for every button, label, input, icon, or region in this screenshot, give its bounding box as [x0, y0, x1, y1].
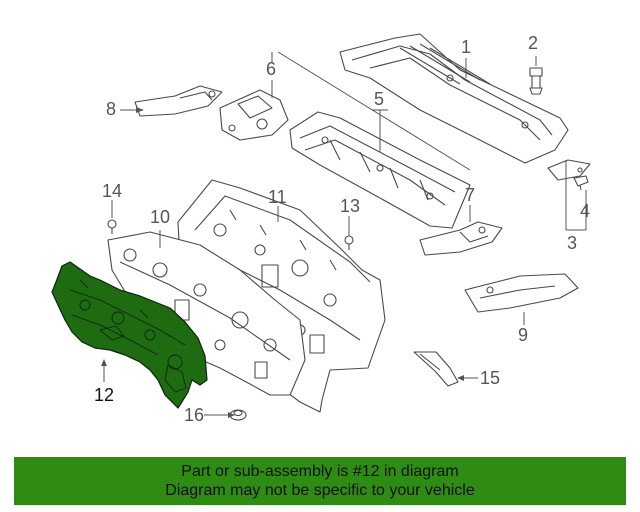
- parts-diagram: [51, 33, 591, 421]
- part-7-bracket: [419, 221, 503, 256]
- leader-arrowheads: [101, 107, 464, 418]
- callout-12: 12: [94, 385, 115, 405]
- part-6-bracket: [219, 89, 289, 141]
- callout-8: 8: [106, 99, 117, 119]
- callout-11: 11: [268, 187, 287, 207]
- part-13-clip: [344, 235, 354, 250]
- callout-1: 1: [461, 37, 472, 57]
- part-5-cowl-inner: [289, 111, 471, 229]
- callout-7: 7: [465, 185, 476, 205]
- callout-15: 15: [480, 368, 501, 388]
- banner-part-note: Part or sub-assembly is #12 in diagram: [181, 463, 459, 480]
- part-8-bracket: [134, 85, 223, 117]
- part-2-clip: [529, 67, 543, 95]
- part-1-cowl-panel: [339, 33, 569, 164]
- highlight-info-banner: Part or sub-assembly is #12 in diagram D…: [14, 457, 626, 505]
- callout-2: 2: [528, 33, 539, 53]
- callout-4: 4: [580, 201, 591, 221]
- part-14-clip: [107, 219, 117, 234]
- callout-13: 13: [340, 196, 361, 216]
- callout-14: 14: [102, 181, 123, 201]
- part-12-dash-insulator-highlighted: [51, 261, 208, 409]
- part-3-bracket: [547, 159, 591, 181]
- leader-lines: [103, 51, 587, 416]
- part-9-panel: [464, 273, 579, 313]
- banner-disclaimer: Diagram may not be specific to your vehi…: [165, 482, 475, 499]
- callout-3: 3: [567, 233, 578, 253]
- part-4-clip: [573, 175, 589, 191]
- callout-16: 16: [184, 405, 205, 425]
- part-15-bracket: [413, 351, 459, 387]
- callout-6: 6: [266, 59, 277, 79]
- callout-5: 5: [374, 89, 385, 109]
- callout-9: 9: [518, 325, 529, 345]
- callout-10: 10: [150, 207, 171, 227]
